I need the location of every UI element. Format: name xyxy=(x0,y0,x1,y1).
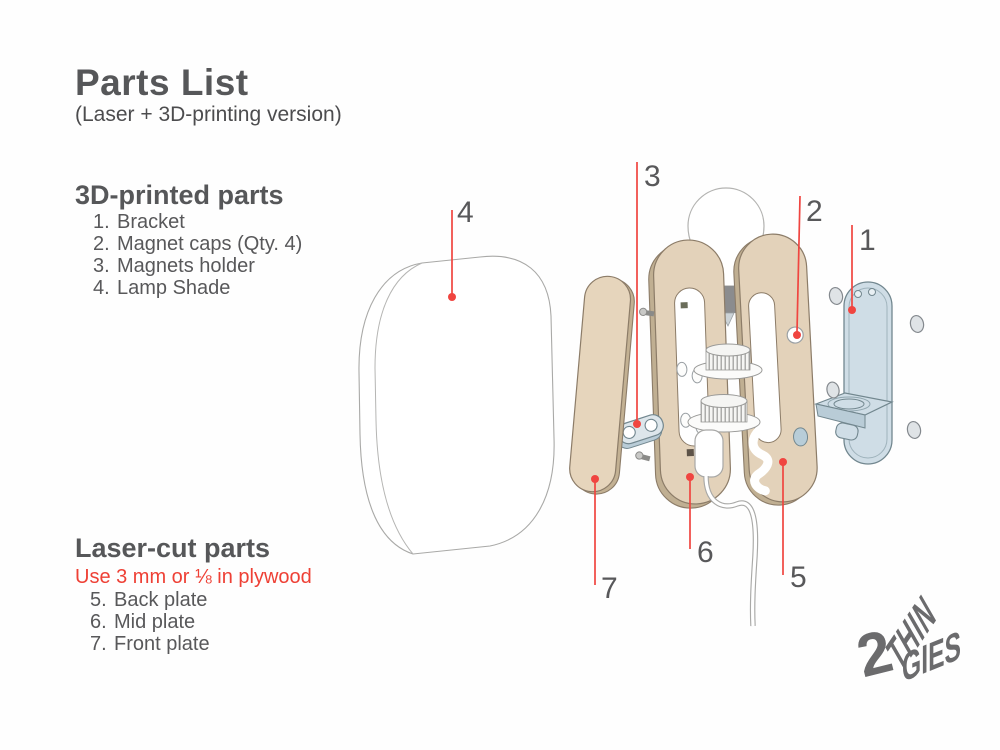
callout-label-6: 6 xyxy=(697,536,714,569)
laser-parts-heading: Laser-cut parts xyxy=(75,533,271,563)
back-plate-magnet xyxy=(793,427,809,447)
small-magnet xyxy=(686,448,694,457)
item-label: Mid plate xyxy=(114,611,196,633)
item-number: 1. xyxy=(93,211,110,233)
socket-assembly xyxy=(687,343,763,627)
printed-parts-list: 1. Bracket 2. Magnet caps (Qty. 4) 3. Magne… xyxy=(93,211,302,299)
item-number: 6. xyxy=(90,611,107,633)
magnet-cap xyxy=(826,381,840,399)
list-item-front-plate: 7. Front plate xyxy=(90,633,210,655)
item-number: 5. xyxy=(90,589,107,611)
list-item-back-plate: 5. Back plate xyxy=(90,589,210,611)
laser-parts-list: 5. Back plate 6. Mid plate 7. Front plate xyxy=(90,589,210,655)
callout-dot xyxy=(779,458,787,466)
list-item-mid-plate: 6. Mid plate xyxy=(90,611,210,633)
magnet-cap xyxy=(906,420,922,440)
callout-label-2: 2 xyxy=(806,195,823,228)
item-number: 2. xyxy=(93,233,110,255)
item-label: Magnet caps (Qty. 4) xyxy=(117,233,303,255)
magnet-cap xyxy=(828,286,844,306)
bracket-keyhole xyxy=(868,288,876,296)
callout-label-3: 3 xyxy=(644,160,661,193)
thingies-logo: 2 THIN GIES xyxy=(850,585,986,709)
lamp-shade-part xyxy=(358,255,555,555)
small-magnet xyxy=(680,302,688,309)
callout-label-5: 5 xyxy=(790,561,807,594)
item-number: 3. xyxy=(93,255,110,277)
bracket-part xyxy=(813,281,894,465)
list-item-lamp-shade: 4. Lamp Shade xyxy=(93,277,302,299)
front-plate-part xyxy=(569,275,635,495)
callout-dot xyxy=(633,420,641,428)
lamp-shade-rim xyxy=(374,262,423,555)
list-item-magnets-holder: 3. Magnets holder xyxy=(93,255,302,277)
callout-dot xyxy=(448,293,456,301)
list-item-bracket: 1. Bracket xyxy=(93,211,302,233)
bracket-foot xyxy=(835,422,859,441)
item-number: 7. xyxy=(90,633,107,655)
callout-dot xyxy=(686,473,694,481)
callout-label-7: 7 xyxy=(601,572,618,605)
bracket-shelf-edge xyxy=(815,403,866,429)
callout-dot xyxy=(848,306,856,314)
magnets-holder-part xyxy=(616,414,664,449)
bracket-keyhole xyxy=(854,290,862,298)
plywood-note: Use 3 mm or ⅛ in plywood xyxy=(75,566,312,588)
standoff xyxy=(676,361,688,377)
callout-dot xyxy=(793,331,801,339)
item-label: Bracket xyxy=(117,211,185,233)
item-number: 4. xyxy=(93,277,110,299)
list-item-magnet-caps: 2. Magnet caps (Qty. 4) xyxy=(93,233,302,255)
callout-dots xyxy=(448,293,856,483)
callout-label-1: 1 xyxy=(859,224,876,257)
page-subtitle: (Laser + 3D-printing version) xyxy=(75,103,342,126)
magnet-caps xyxy=(826,286,925,440)
screw xyxy=(639,307,655,317)
callout-labels: 4 3 2 1 7 6 5 xyxy=(457,160,876,605)
item-label: Front plate xyxy=(114,633,210,655)
socket-body xyxy=(694,429,724,478)
printed-parts-heading: 3D-printed parts xyxy=(75,180,284,210)
callouts xyxy=(451,162,853,585)
magnet-cap xyxy=(909,314,925,334)
callout-label-4: 4 xyxy=(457,196,474,229)
item-label: Lamp Shade xyxy=(117,277,231,299)
item-label: Magnets holder xyxy=(117,255,255,277)
callout-dot xyxy=(591,475,599,483)
screw xyxy=(635,451,651,462)
cable-slot xyxy=(748,422,773,496)
callout-line-2 xyxy=(796,195,801,333)
page-title: Parts List xyxy=(75,62,249,103)
item-label: Back plate xyxy=(114,589,208,611)
